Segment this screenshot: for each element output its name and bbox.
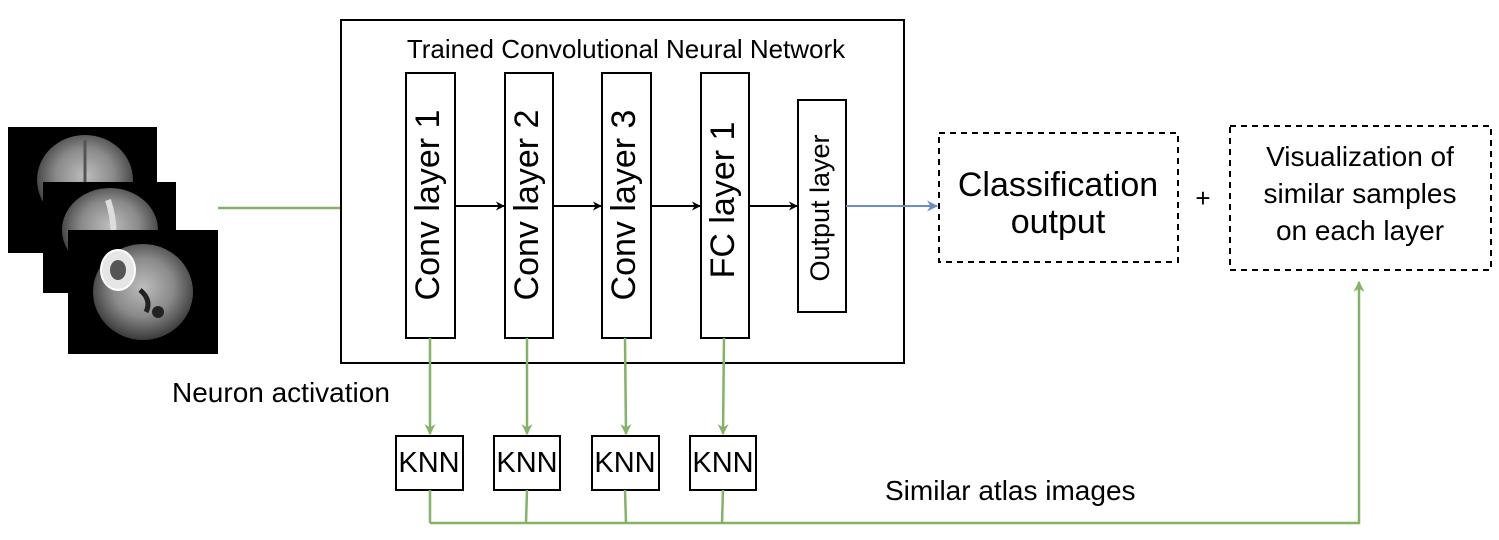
knn-drop-3: [623, 489, 628, 524]
knn-label: KNN: [594, 447, 655, 479]
feedback-arrow: [430, 280, 1365, 525]
activation-arrows: [424, 337, 729, 436]
knn-box-1: KNN: [395, 435, 464, 491]
classification-output-box: Classification output: [938, 132, 1179, 263]
layer-output: Output layer: [797, 99, 847, 313]
similar-atlas-label: Similar atlas images: [885, 475, 1136, 506]
layer-label: Output layer: [805, 134, 835, 281]
layer-conv-3: Conv layer 3: [601, 72, 652, 339]
activation-arrow-3: [620, 337, 632, 436]
classification-label-line-1: Classification: [958, 166, 1158, 204]
network-title: Trained Convolutional Neural Network: [407, 34, 846, 64]
knn-box-2: KNN: [493, 435, 561, 491]
brain-mri-slice-icon: [68, 230, 218, 354]
visualization-label-line-2: similar samples: [1264, 178, 1457, 209]
input-mri-stack: [8, 127, 218, 354]
knn-box-3: KNN: [591, 435, 660, 491]
knn-drop-2: [524, 489, 529, 524]
visualization-label-line-3: on each layer: [1276, 215, 1444, 246]
activation-arrow-4: [717, 337, 729, 436]
layer-fc-1: FC layer 1: [700, 72, 750, 339]
knn-drop-4: [720, 489, 725, 524]
layer-label: Conv layer 2: [508, 110, 546, 301]
knn-label: KNN: [496, 447, 557, 479]
visualization-box: Visualization of similar samples on each…: [1229, 125, 1492, 271]
plus-sign: +: [1195, 183, 1210, 213]
atlas-feedback-path: [428, 280, 1365, 525]
knn-label: KNN: [398, 447, 459, 479]
layer-label: FC layer 1: [704, 122, 742, 279]
classification-label-line-2: output: [1011, 203, 1106, 241]
neuron-activation-label: Neuron activation: [172, 377, 390, 408]
layer-conv-2: Conv layer 2: [504, 72, 554, 339]
layer-conv-1: Conv layer 1: [405, 72, 456, 339]
layer-label: Conv layer 1: [409, 110, 447, 301]
visualization-label-line-1: Visualization of: [1266, 141, 1454, 172]
layer-label: Conv layer 3: [605, 110, 643, 301]
knn-box-4: KNN: [689, 435, 757, 491]
knn-label: KNN: [692, 447, 753, 479]
